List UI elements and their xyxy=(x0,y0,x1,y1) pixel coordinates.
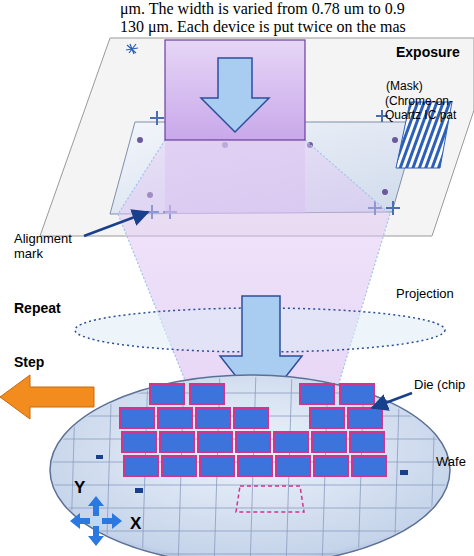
step-label: Repeat xyxy=(14,300,61,316)
part-label: Projection xyxy=(396,287,454,302)
die xyxy=(236,432,270,452)
part-label: Die (chip xyxy=(414,378,465,393)
axis-label: Y xyxy=(74,478,85,498)
die xyxy=(198,432,232,452)
wafer-grid-line xyxy=(40,370,470,371)
die xyxy=(196,408,230,428)
die xyxy=(274,432,308,452)
caption-text: μm. The width is varied from 0.78 um to … xyxy=(120,0,405,18)
die xyxy=(314,456,348,476)
die xyxy=(350,432,384,452)
die xyxy=(122,432,156,452)
die xyxy=(238,456,272,476)
wafer-grid-line xyxy=(40,508,470,509)
die xyxy=(150,384,184,404)
die xyxy=(234,408,268,428)
die xyxy=(312,432,346,452)
wafer-grid-line xyxy=(106,370,112,556)
wafer-grid-line xyxy=(430,370,436,556)
die xyxy=(190,384,224,404)
part-label: (Chrome-on- Quartz IC pat xyxy=(385,95,471,123)
die xyxy=(124,456,158,476)
die xyxy=(200,456,234,476)
step-label: Step xyxy=(14,354,44,370)
die xyxy=(158,408,192,428)
part-label: Alignment mark xyxy=(14,232,84,262)
die xyxy=(340,384,374,404)
caption-text: 130 μm. Each device is put twice on the … xyxy=(120,18,406,36)
step-label: Exposure xyxy=(396,44,460,60)
die xyxy=(276,456,310,476)
wafer-grid-line xyxy=(40,531,470,532)
die xyxy=(352,456,386,476)
wafer-grid-line xyxy=(40,554,470,555)
die xyxy=(162,456,196,476)
die xyxy=(160,432,194,452)
die xyxy=(120,408,154,428)
die xyxy=(348,408,382,428)
wafer-grid-line xyxy=(40,393,470,394)
part-label: Wafe xyxy=(436,455,466,470)
die xyxy=(300,384,334,404)
part-label: (Mask) xyxy=(386,80,423,94)
axis-label: X xyxy=(130,514,141,534)
die xyxy=(310,408,344,428)
